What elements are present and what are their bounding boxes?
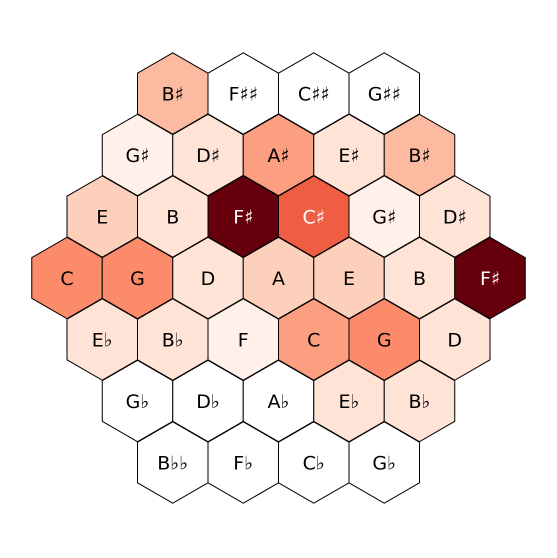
hex-cell: A♭ xyxy=(242,359,315,443)
hex-cell: C♯♯ xyxy=(278,52,350,135)
hex-note-label: D♭ xyxy=(196,391,220,413)
hex-cell: D xyxy=(172,236,244,320)
hex-note-label: G♯ xyxy=(126,145,150,167)
hex-cell: A♯ xyxy=(242,113,315,197)
hex-note-label: C♭ xyxy=(303,453,325,475)
hex-note-label: F♯ xyxy=(233,207,253,229)
hex-note-label: E♭ xyxy=(339,391,360,413)
hex-note-label: C♯ xyxy=(303,207,325,229)
hex-note-label: E♯ xyxy=(338,145,359,167)
hex-note-label: B xyxy=(413,268,426,290)
hex-note-label: E♭ xyxy=(92,330,113,352)
hex-note-label: A♭ xyxy=(268,391,290,413)
hex-shape xyxy=(348,421,420,504)
hex-note-label: C xyxy=(60,268,73,290)
hex-cell: G♯♯ xyxy=(348,52,420,135)
hex-note-label: B♯ xyxy=(162,84,184,106)
hex-note-label: B♭♭ xyxy=(157,453,188,475)
hex-note-label: B♭ xyxy=(409,391,431,413)
hex-cell: A xyxy=(242,236,315,320)
hex-note-label: G xyxy=(130,268,145,290)
hex-cell: G♯ xyxy=(101,113,174,197)
hex-note-label: F♯♯ xyxy=(229,84,258,106)
hex-cell: C♭ xyxy=(278,421,350,504)
hex-note-label: F♭ xyxy=(233,453,253,475)
hex-note-label: G♭ xyxy=(126,391,150,413)
hex-note-label: D♯ xyxy=(196,145,220,167)
hex-note-label: F♯ xyxy=(480,268,500,290)
hex-note-label: G♯ xyxy=(372,207,396,229)
hex-cell: G♭ xyxy=(101,359,174,443)
hex-cell: F♯ xyxy=(454,236,526,320)
hex-note-label: B♭ xyxy=(162,330,184,352)
hex-note-label: G xyxy=(377,330,392,352)
hex-note-label: B xyxy=(166,207,179,229)
hex-cell: D xyxy=(419,298,491,381)
hex-cell: G♭ xyxy=(348,421,420,504)
hex-cell: B♭ xyxy=(383,359,456,443)
hex-cell: D♯ xyxy=(172,113,244,197)
hex-note-label: D xyxy=(447,330,462,352)
hex-cell: B♭ xyxy=(137,298,209,381)
hex-note-label: D xyxy=(201,268,216,290)
hex-cell: D♯ xyxy=(419,175,491,258)
hex-cell: B♯ xyxy=(383,113,456,197)
hex-note-label: G♯♯ xyxy=(368,84,401,106)
hex-note-label: B♯ xyxy=(408,145,430,167)
hex-note-label: C xyxy=(307,330,320,352)
hex-note-label: E xyxy=(343,268,355,290)
hex-note-label: A♯ xyxy=(267,145,289,167)
hex-note-label: A xyxy=(272,268,285,290)
hex-note-label: D♯ xyxy=(443,207,467,229)
hex-note-label: F xyxy=(238,330,249,352)
hex-note-label: E xyxy=(96,207,108,229)
hex-cell: G♯ xyxy=(348,175,420,258)
hex-note-label: C♯♯ xyxy=(298,84,330,106)
hex-note-label: G♭ xyxy=(372,453,396,475)
